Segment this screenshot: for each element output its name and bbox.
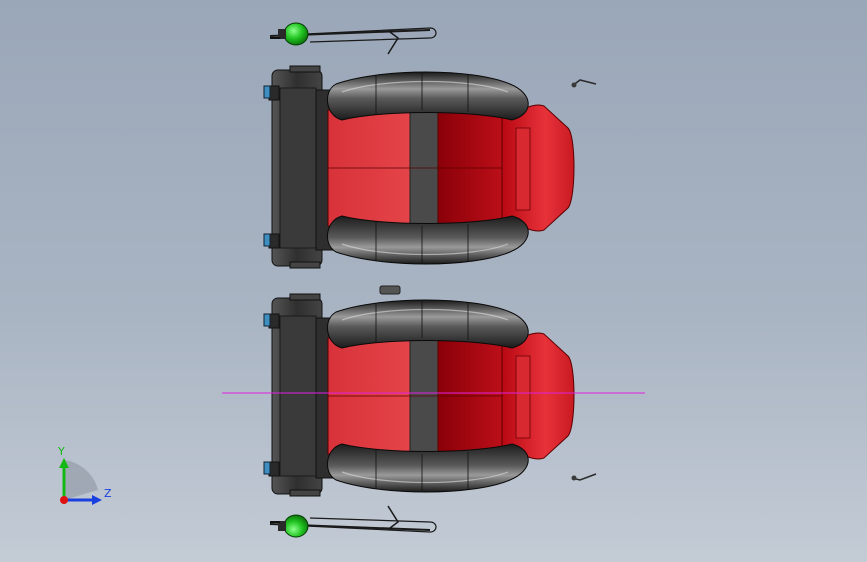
coordinate-triad: Y Z: [57, 445, 112, 505]
bolt-clip-icon: [571, 79, 597, 88]
seat-belt-buckle-icon[interactable]: [269, 22, 437, 55]
bolt-clip-icon: [571, 473, 597, 481]
racing-seat-top-view-icon[interactable]: [263, 293, 575, 497]
seat-belt-buckle-icon[interactable]: [269, 505, 437, 538]
z-axis-label: Z: [104, 487, 112, 500]
y-axis-label: Y: [57, 445, 65, 458]
adjuster-knob-icon: [379, 285, 401, 295]
racing-seat-top-view-icon[interactable]: [263, 65, 575, 269]
